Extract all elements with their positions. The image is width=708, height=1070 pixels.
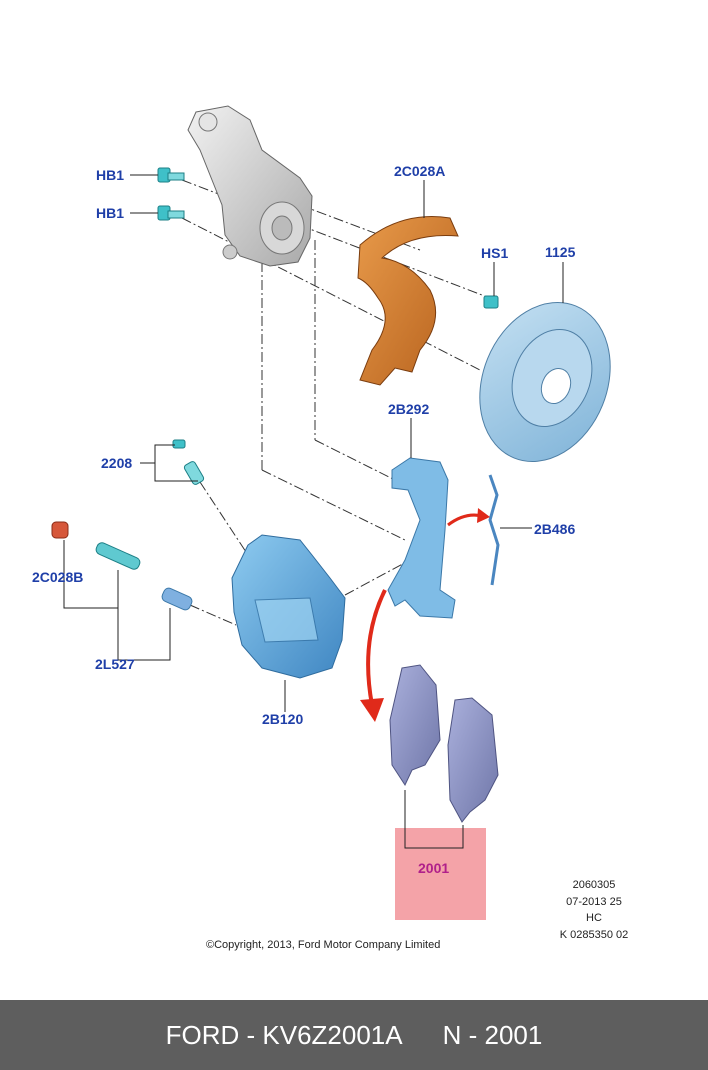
callout-hb1-bottom: HB1 [96, 205, 124, 221]
callout-guide-pins: 2L527 [95, 656, 135, 672]
hub-bolt-bottom [157, 205, 185, 221]
dust-cap [51, 521, 69, 539]
callout-splash-shield: 2C028A [394, 163, 445, 179]
brake-caliper [231, 534, 346, 679]
shield-screw [483, 295, 499, 309]
guide-pins [95, 542, 193, 611]
pad-highlight-box [395, 828, 486, 920]
callout-hs1: HS1 [481, 245, 508, 261]
bleeder-screw [172, 439, 205, 485]
brake-disc [479, 302, 611, 462]
callout-pads: 2001 [418, 860, 449, 876]
assembly-arrows [360, 508, 490, 722]
info-line-2: 07-2013 25 [566, 896, 622, 908]
callout-hb1-top: HB1 [96, 167, 124, 183]
copyright-text: ©Copyright, 2013, Ford Motor Company Lim… [206, 939, 440, 951]
exploded-brake-diagram: HB1 HB1 2C028A HS1 1125 2B292 2208 2B486… [32, 105, 629, 951]
info-line-4: K 0285350 02 [560, 929, 629, 941]
part-number: FORD - KV6Z2001A [165, 1019, 403, 1050]
info-line-1: 2060305 [573, 879, 616, 891]
anti-rattle-clip [488, 474, 500, 586]
info-line-3: HC [586, 912, 602, 924]
callout-bleeder: 2208 [101, 455, 132, 471]
diagram-reference: N - 2001 [442, 1019, 543, 1050]
callout-leaders [63, 174, 564, 849]
callout-clip: 2B486 [534, 521, 575, 537]
brake-pads [389, 664, 499, 823]
callout-disc: 1125 [545, 244, 576, 260]
splash-shield [357, 216, 459, 386]
callout-bracket: 2B292 [388, 401, 429, 417]
part-number-bar: FORD - KV6Z2001A N - 2001 [0, 1000, 708, 1070]
hub-bolt-top [157, 167, 185, 183]
callout-caliper: 2B120 [262, 711, 303, 727]
callout-cap: 2C028B [32, 569, 83, 585]
caliper-bracket [387, 457, 456, 619]
steering-knuckle [187, 105, 313, 267]
